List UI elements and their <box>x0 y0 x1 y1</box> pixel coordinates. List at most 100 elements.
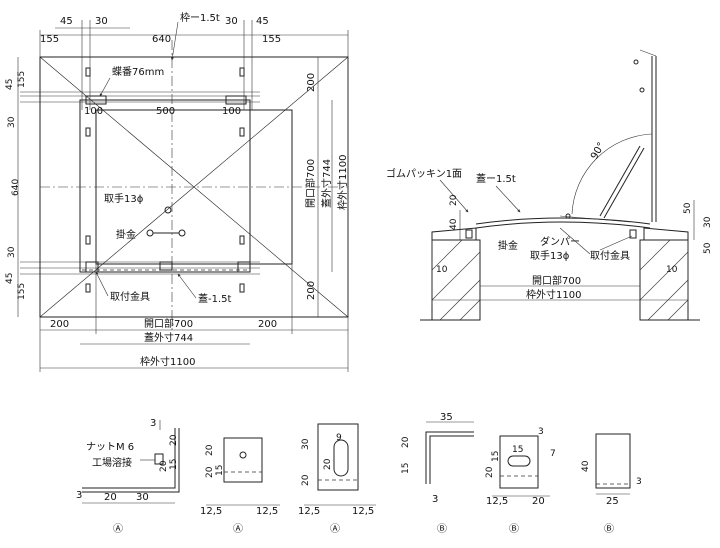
frame-outer-v-label: 枠外寸1100 <box>336 155 349 210</box>
section-dim-30: 30 <box>703 216 713 228</box>
lid-closed <box>475 217 651 225</box>
section-view: 90° ゴムパッキン1面 蓋ー1.5t ダンパー 掛金 取手13ϕ 取付金具 2… <box>386 49 713 321</box>
dim-top-45-left: 45 <box>60 16 73 27</box>
section-dim-50-top: 50 <box>683 202 693 214</box>
b1-dim-35: 35 <box>440 412 453 423</box>
left-wall <box>431 239 481 321</box>
hinge-left <box>85 95 107 105</box>
mount-label: 取付金具 <box>110 290 150 303</box>
b3-dim-3: 3 <box>636 477 642 487</box>
dim-bottom-opening: 開口部700 <box>144 317 193 330</box>
lid-outer-h-label: 蓋外寸744 <box>144 331 193 344</box>
a3-dim-20-left: 20 <box>301 474 311 486</box>
section-dim-10-left: 10 <box>436 265 448 275</box>
a2-dim-12-5-left: 12,5 <box>200 506 222 517</box>
dim-left-30-top: 30 <box>7 116 17 128</box>
detail-a3: 9 30 20 20 12,5 12,5 Ⓐ <box>298 423 376 535</box>
section-dim-20: 20 <box>449 194 459 206</box>
open-angle-arc <box>571 133 653 215</box>
detail-a1: 3 20 15 20 3 20 30 ナットM 6 工場溶接 Ⓐ <box>76 418 180 535</box>
right-wall <box>639 239 689 321</box>
opening-v-label: 開口部700 <box>304 159 317 208</box>
detail-a2: 20 15 20 12,5 12,5 Ⓐ <box>200 437 280 535</box>
a1-dim-3-top: 3 <box>150 418 156 429</box>
frame-thickness-label: 枠ー1.5t <box>180 11 220 24</box>
dim-top-30-left: 30 <box>95 16 108 27</box>
section-opening-label: 開口部700 <box>532 274 581 287</box>
dim-left-45-top: 45 <box>5 79 15 90</box>
a1-dim-20-inner: 20 <box>159 460 169 472</box>
dim-top-30-right: 30 <box>225 16 238 27</box>
a2-marker: Ⓐ <box>233 523 243 535</box>
b2-dim-15-inner: 15 <box>491 451 501 462</box>
b2-dim-20: 20 <box>485 466 495 478</box>
dim-bottom-200-left: 200 <box>50 319 69 330</box>
damper-label: ダンパー <box>540 235 580 248</box>
damper <box>599 145 641 217</box>
section-lid-label: 蓋ー1.5t <box>476 173 516 185</box>
handle-label: 取手13ϕ <box>104 192 144 205</box>
dim-top-45-right: 45 <box>256 16 269 27</box>
a3-dim-9: 9 <box>336 433 342 443</box>
b2-dim-7: 7 <box>550 449 556 459</box>
dim-left-45-bottom: 45 <box>5 273 15 284</box>
b2-dim-20-bottom: 20 <box>532 496 545 507</box>
dim-hinge-100-left: 100 <box>84 106 103 117</box>
dim-top-155-right: 155 <box>262 34 281 45</box>
section-mount-label: 取付金具 <box>590 249 630 262</box>
detail-b2: 3 15 20 15 7 12,5 20 Ⓑ <box>485 427 556 535</box>
section-frame-outer-label: 枠外寸1100 <box>526 288 581 301</box>
a1-dim-3-left: 3 <box>76 490 82 501</box>
plan-view: 155 45 30 640 30 45 155 枠ー1.5t 蝶番76mm 10… <box>5 11 349 372</box>
dim-right-200-top: 200 <box>306 73 317 92</box>
section-dim-50-bottom: 50 <box>703 242 713 254</box>
section-dim-40: 40 <box>449 218 459 230</box>
b1-dim-15: 15 <box>401 463 411 474</box>
a2-dim-12-5-right: 12,5 <box>256 506 278 517</box>
lid-label: 蓋-1.5t <box>198 293 232 305</box>
dim-hinge-500: 500 <box>156 106 175 117</box>
a1-dim-15-right: 15 <box>169 459 179 470</box>
lid-outline <box>79 99 251 271</box>
section-handle-label: 取手13ϕ <box>530 249 570 262</box>
b2-dim-15-top: 15 <box>512 445 523 455</box>
a1-nut-label: ナットM 6 <box>86 441 134 453</box>
section-dim-10-right: 10 <box>666 265 678 275</box>
dim-top-640: 640 <box>152 34 171 45</box>
dim-bottom-200-right: 200 <box>258 319 277 330</box>
a2-dim-20-top: 20 <box>205 444 215 456</box>
a3-marker: Ⓐ <box>330 523 340 535</box>
frame-outer-h-label: 枠外寸1100 <box>140 355 195 368</box>
detail-b1: 35 20 15 3 Ⓑ <box>401 412 474 535</box>
a1-dim-20-right: 20 <box>169 434 179 446</box>
detail-b3: 40 3 25 Ⓑ <box>581 433 642 535</box>
a1-dim-20-bottom: 20 <box>104 492 117 503</box>
dim-hinge-100-right: 100 <box>222 106 241 117</box>
b2-dim-12-5: 12,5 <box>486 496 508 507</box>
hinge-label: 蝶番76mm <box>112 65 164 78</box>
dim-right-200-bottom: 200 <box>306 281 317 300</box>
a3-dim-20-inner: 20 <box>323 458 333 470</box>
b3-dim-40: 40 <box>581 460 591 472</box>
dim-top-155-left: 155 <box>40 34 59 45</box>
b2-dim-3: 3 <box>538 427 544 437</box>
a3-dim-12-5-left: 12,5 <box>298 506 320 517</box>
dim-left-30-bottom: 30 <box>7 246 17 258</box>
b1-dim-20: 20 <box>401 436 411 448</box>
gasket-label: ゴムパッキン1面 <box>386 167 462 180</box>
dim-left-155-top: 155 <box>17 71 27 88</box>
b1-marker: Ⓑ <box>437 523 447 535</box>
a3-dim-12-5-right: 12,5 <box>352 506 374 517</box>
a1-dim-30-bottom: 30 <box>136 492 149 503</box>
mount-left <box>85 261 99 273</box>
a1-marker: Ⓐ <box>113 523 123 535</box>
a2-dim-20-bottom: 20 <box>205 466 215 478</box>
b1-dim-3: 3 <box>432 494 438 505</box>
b3-marker: Ⓑ <box>604 523 614 535</box>
latch-label: 掛金 <box>116 228 136 241</box>
handle-icon <box>146 229 154 237</box>
lid-outer-v-label: 蓋外寸744 <box>320 159 333 208</box>
a2-dim-15: 15 <box>215 465 225 476</box>
dim-left-640: 640 <box>11 179 21 196</box>
